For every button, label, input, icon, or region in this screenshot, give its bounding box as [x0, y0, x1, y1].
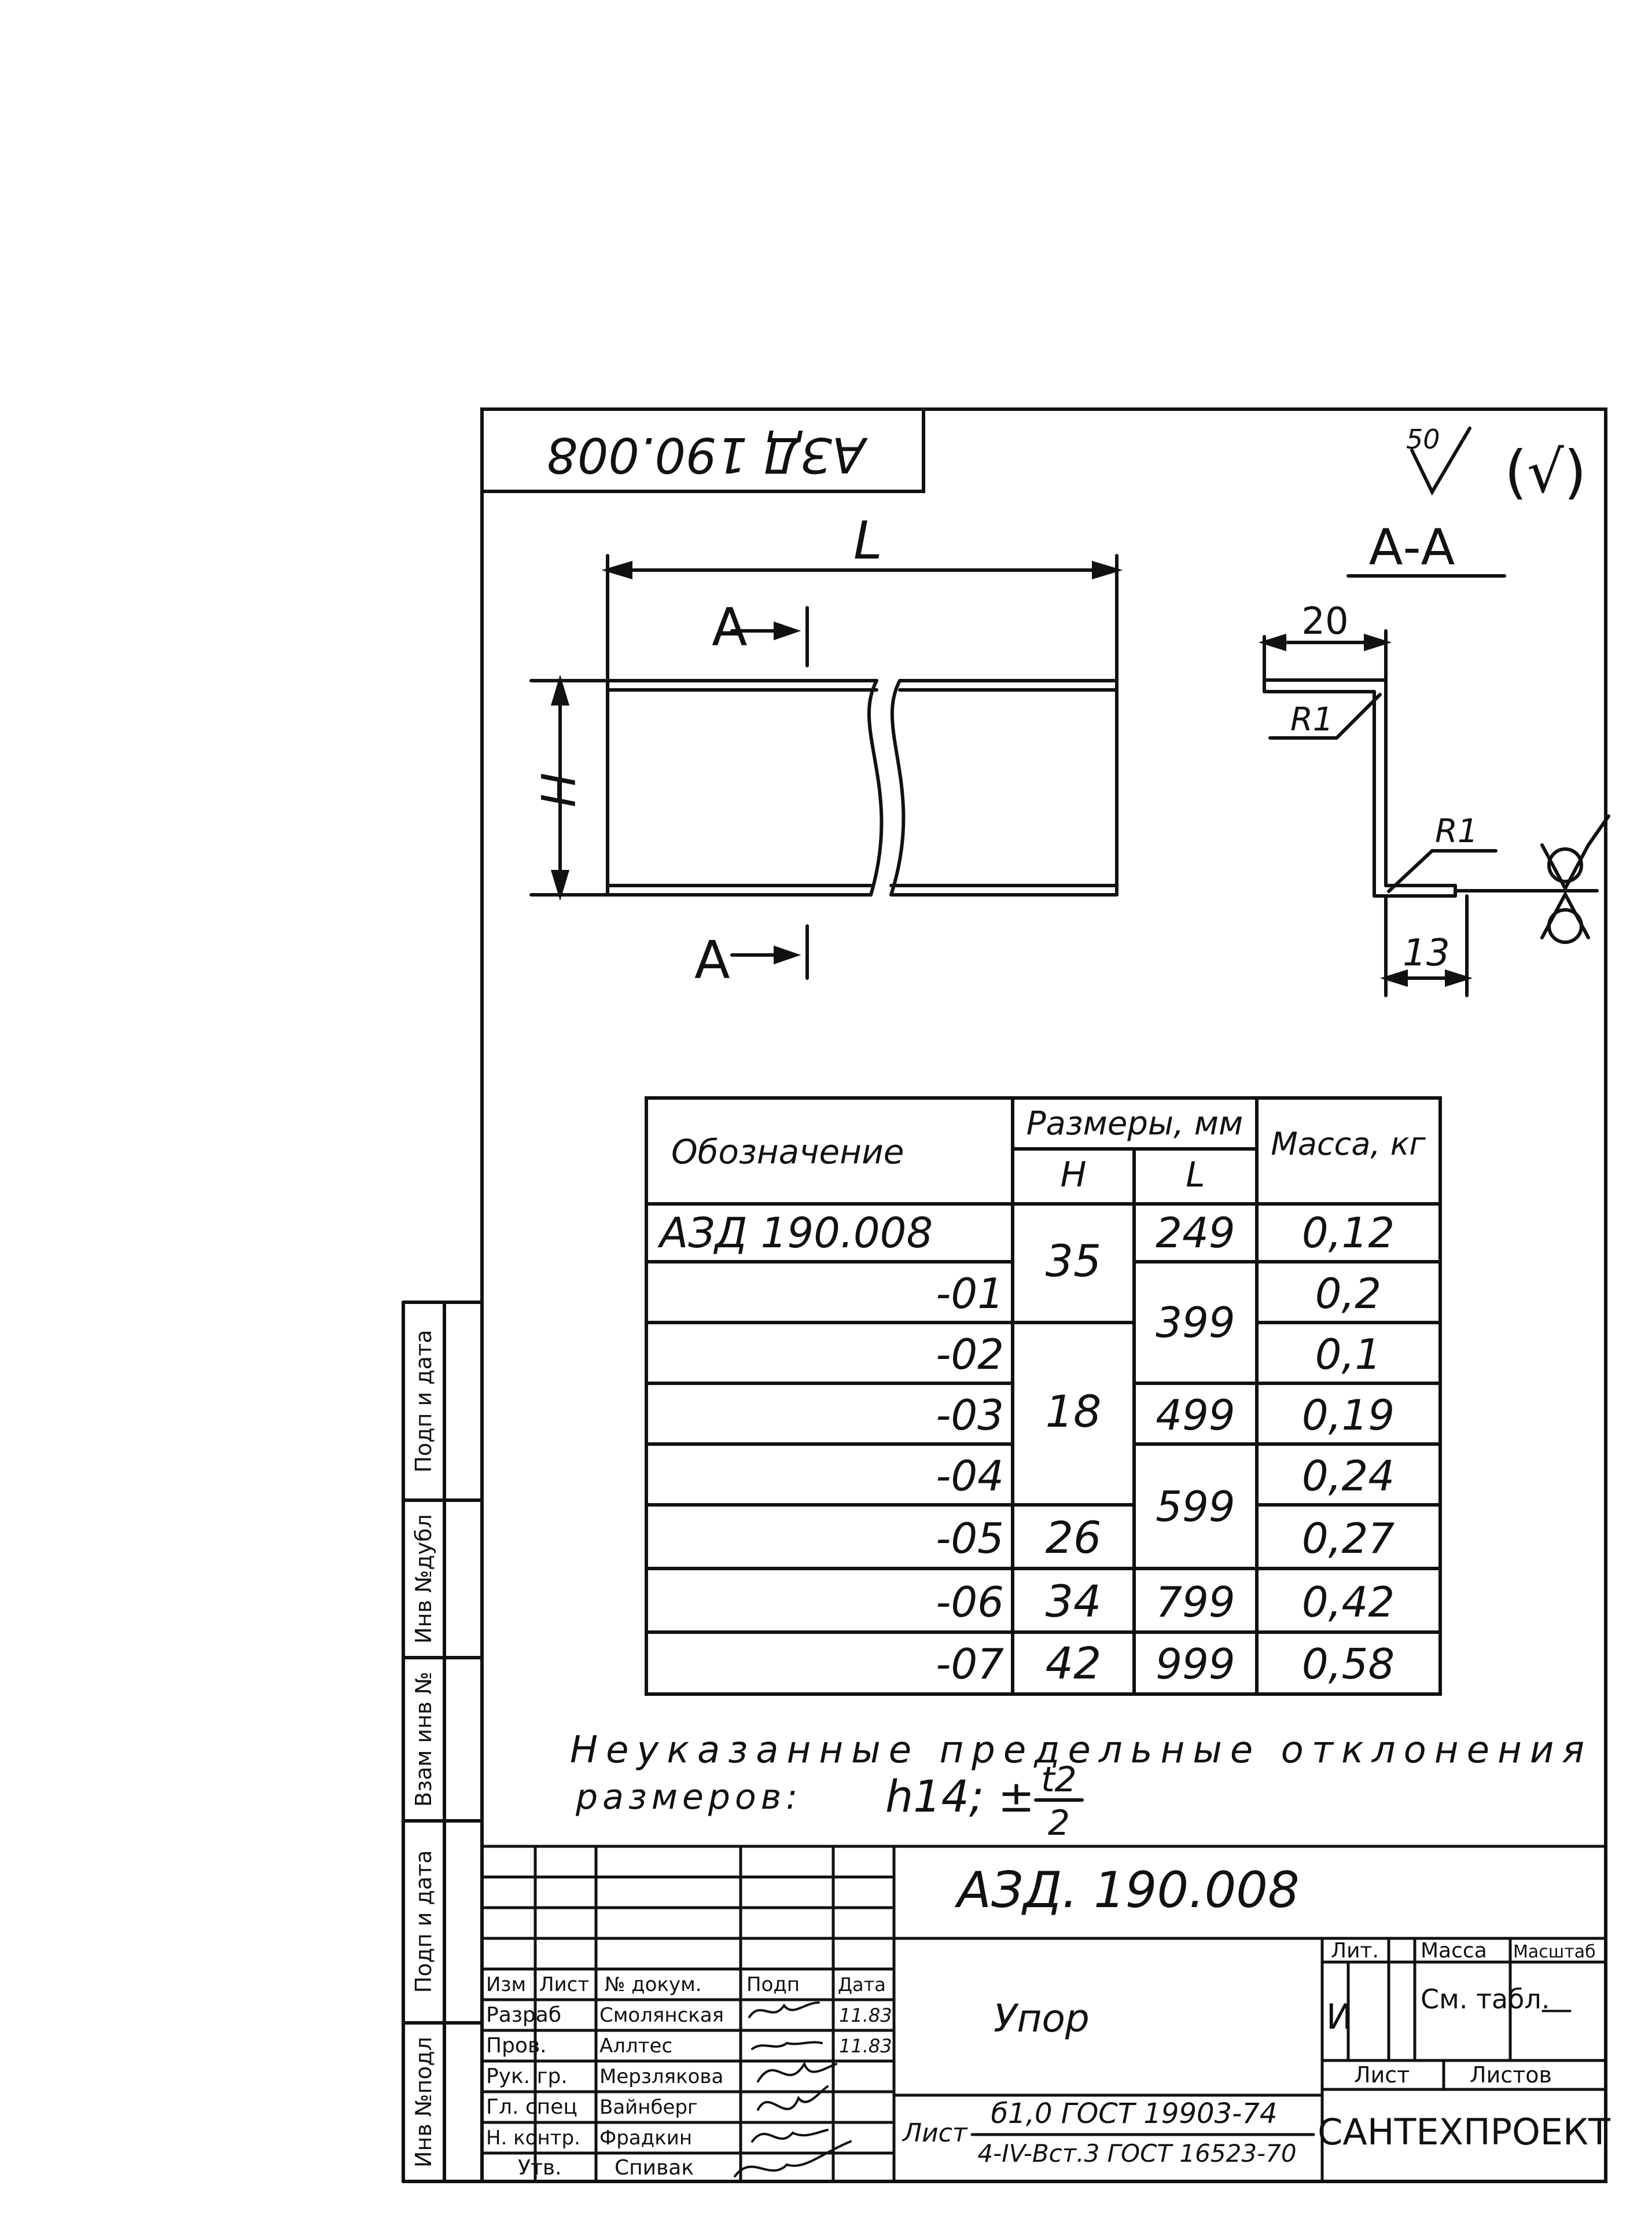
- tb-name-1: Аллтес: [599, 2034, 672, 2058]
- table-cell-designation-7: -07: [936, 1640, 1004, 1688]
- dim-20: 20: [1301, 600, 1348, 643]
- section-mark-top: A: [712, 597, 748, 658]
- tb-name-5: Спивак: [615, 2156, 694, 2180]
- radius-top: R1: [1290, 701, 1334, 739]
- tb-material-line1: б1,0 ГОСТ 19903-74: [991, 2098, 1278, 2130]
- tb-col-izm: Изм: [486, 1973, 526, 1996]
- section-profile: [1258, 629, 1610, 997]
- table-cell-H-42: 42: [1046, 1637, 1102, 1689]
- table-cell-mass-5: 0,27: [1302, 1514, 1395, 1563]
- tb-name-2: Мерзлякова: [599, 2065, 723, 2088]
- tb-sheet-label: Лист: [1354, 2062, 1410, 2088]
- tb-name-4: Фрадкин: [599, 2126, 692, 2150]
- dim-13: 13: [1403, 932, 1449, 975]
- roughness-general: (√): [1504, 438, 1587, 506]
- table-header-L: L: [1186, 1155, 1205, 1195]
- tb-mass-label: Масса: [1421, 1939, 1487, 1963]
- table-header-mass: Масса, кг: [1271, 1126, 1426, 1162]
- tb-lit-value: И: [1326, 1997, 1352, 2037]
- tb-role-2: Рук. гр.: [486, 2065, 568, 2088]
- table-cell-designation-1: -01: [936, 1269, 1004, 1318]
- tb-lit-label: Лит.: [1331, 1939, 1379, 1963]
- table-cell-mass-7: 0,58: [1302, 1640, 1395, 1688]
- note-line2-formula: h14; ±: [885, 1770, 1035, 1822]
- note-fraction-num: t2: [1041, 1760, 1077, 1800]
- tb-role-4: Н. контр.: [486, 2126, 580, 2150]
- roughness-symbol: [1410, 427, 1471, 496]
- table-cell-L-399: 399: [1156, 1298, 1235, 1347]
- strip-label-3: Подп и дата: [411, 1850, 436, 1993]
- tb-col-list: Лист: [539, 1973, 589, 1996]
- table-header-H: H: [1060, 1155, 1086, 1195]
- tb-role-1: Пров.: [486, 2034, 547, 2058]
- table-cell-mass-3: 0,19: [1302, 1391, 1395, 1439]
- radius-bottom: R1: [1435, 813, 1478, 850]
- tb-role-5: Утв.: [518, 2156, 562, 2180]
- strip-label-0: Подп и дата: [411, 1330, 436, 1473]
- strip-label-1: Инв №дубл: [411, 1514, 436, 1644]
- tb-material-line2: 4-IV-Вст.3 ГОСТ 16523-70: [977, 2139, 1296, 2168]
- tb-name-3: Вайнберг: [599, 2096, 698, 2119]
- tb-sheets-label: Листов: [1470, 2062, 1552, 2088]
- table-cell-H-18: 18: [1046, 1386, 1102, 1437]
- front-view: [529, 554, 1123, 980]
- dim-H: H: [530, 773, 584, 807]
- section-mark-bottom: A: [694, 930, 730, 991]
- tb-date-1: 11.83: [839, 2004, 892, 2026]
- tb-material-label: Лист: [902, 2118, 968, 2148]
- table-cell-mass-0: 0,12: [1302, 1208, 1395, 1257]
- table-cell-L-249: 249: [1156, 1208, 1235, 1257]
- table-header-designation: Обозначение: [671, 1132, 904, 1171]
- table-cell-designation-5: -05: [936, 1514, 1004, 1563]
- dim-L: L: [853, 510, 882, 571]
- table-cell-mass-6: 0,42: [1302, 1578, 1395, 1626]
- drawing-frame: [480, 407, 1607, 2183]
- tb-scale-label: Масштаб: [1513, 1942, 1596, 1962]
- table-cell-H-26: 26: [1046, 1512, 1102, 1563]
- note-line1: Неуказанные предельные отклонения: [570, 1729, 1592, 1772]
- table-cell-mass-1: 0,2: [1315, 1269, 1382, 1318]
- table-cell-designation-3: -03: [936, 1391, 1004, 1439]
- table-cell-L-799: 799: [1156, 1578, 1235, 1626]
- note-line2-label: размеров:: [575, 1777, 802, 1817]
- tb-col-podp: Подп: [746, 1973, 800, 1996]
- tb-col-data: Дата: [838, 1974, 886, 1996]
- strip-label-4: Инв №подл: [411, 2037, 436, 2168]
- title-block-part-name: Упор: [994, 1996, 1090, 2041]
- signatures: [734, 2001, 852, 2177]
- tb-role-3: Гл. спец: [486, 2095, 577, 2119]
- tb-scale-value: —: [1540, 1990, 1573, 2028]
- roughness-value: 50: [1406, 424, 1440, 455]
- tb-col-doc: № докум.: [605, 1973, 702, 1996]
- table-cell-H-35: 35: [1046, 1235, 1102, 1287]
- table-cell-L-599: 599: [1156, 1482, 1235, 1531]
- note-fraction-den: 2: [1048, 1803, 1070, 1843]
- strip-label-2: Взам инв №: [411, 1672, 436, 1807]
- table-cell-L-999: 999: [1156, 1640, 1235, 1688]
- tb-organization: САНТЕХПРОЕКТ: [1318, 2111, 1611, 2153]
- table-cell-designation-6: -06: [936, 1578, 1004, 1626]
- title-block-doc-code: АЗД. 190.008: [954, 1861, 1299, 1919]
- tb-mass-value: См. табл.: [1421, 1983, 1550, 2015]
- section-title: А-А: [1369, 519, 1455, 576]
- stamp-code-rotated: АЗД 190.008: [546, 427, 868, 483]
- dimension-table: [645, 1096, 1442, 1696]
- tb-role-0: Разраб: [486, 2003, 561, 2027]
- table-cell-designation-2: -02: [936, 1330, 1004, 1379]
- tb-date-2: 11.83: [839, 2035, 892, 2057]
- table-cell-L-499: 499: [1156, 1391, 1235, 1439]
- table-cell-mass-2: 0,1: [1315, 1330, 1382, 1379]
- table-cell-designation-0: АЗД 190.008: [657, 1208, 933, 1257]
- stamp-box: [480, 407, 925, 493]
- table-cell-H-34: 34: [1046, 1575, 1102, 1627]
- table-cell-designation-4: -04: [936, 1452, 1004, 1500]
- table-header-sizes: Размеры, мм: [1026, 1105, 1243, 1143]
- table-cell-mass-4: 0,24: [1302, 1452, 1395, 1500]
- tb-name-0: Смолянская: [599, 2004, 724, 2027]
